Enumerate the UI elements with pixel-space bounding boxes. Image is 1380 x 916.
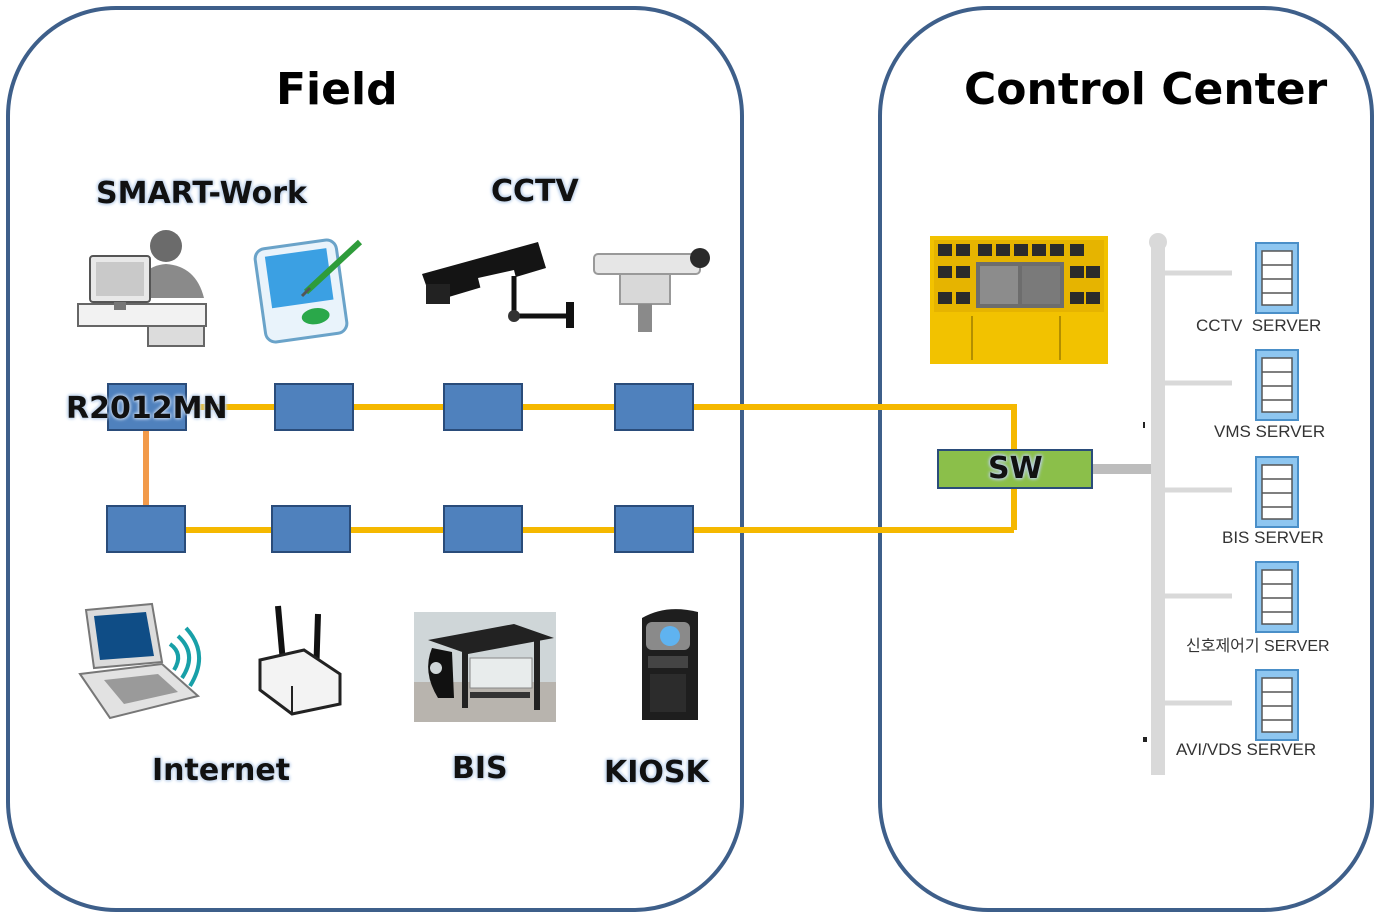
server-label: CCTV SERVER bbox=[1196, 316, 1322, 335]
cctv-label: CCTV bbox=[491, 174, 579, 209]
server-icon bbox=[1255, 669, 1299, 741]
cctv-camera-icon bbox=[422, 242, 574, 328]
internet-label: Internet bbox=[152, 753, 291, 788]
server-label: 신호제어기 SERVER bbox=[1186, 638, 1330, 655]
field-panel bbox=[6, 6, 744, 912]
network-node bbox=[107, 383, 187, 431]
network-node bbox=[274, 383, 354, 431]
server-label: VMS SERVER bbox=[1214, 422, 1326, 441]
laptop-wireless-icon bbox=[78, 602, 202, 720]
server-label: BIS SERVER bbox=[1222, 528, 1324, 547]
monitor-wall-icon bbox=[930, 236, 1108, 364]
bus-shelter-icon bbox=[414, 612, 556, 722]
kiosk-icon bbox=[642, 609, 698, 720]
ptz-camera-icon bbox=[593, 248, 710, 332]
kiosk-label: KIOSK bbox=[604, 755, 709, 790]
smart-work-label: SMART-Work bbox=[96, 176, 307, 211]
wireless-router-icon bbox=[258, 605, 342, 716]
network-node bbox=[106, 505, 186, 553]
network-node bbox=[443, 505, 523, 553]
server-icon bbox=[1255, 456, 1299, 528]
server-label: AVI/VDS SERVER bbox=[1176, 740, 1317, 759]
bis-label: BIS bbox=[452, 751, 508, 786]
top-link-line bbox=[150, 404, 1017, 530]
network-node bbox=[443, 383, 523, 431]
network-node bbox=[614, 383, 694, 431]
network-switch bbox=[937, 449, 1093, 489]
server-icon bbox=[1255, 349, 1299, 421]
network-node bbox=[271, 505, 351, 553]
network-node bbox=[614, 505, 694, 553]
control-center-title: Control Center bbox=[964, 64, 1328, 115]
r2012mn-label: R2012MN bbox=[66, 391, 228, 426]
server-icon bbox=[1255, 561, 1299, 633]
operator-workstation-icon bbox=[77, 230, 207, 347]
server-icon bbox=[1255, 242, 1299, 314]
pda-tablet-icon bbox=[253, 238, 363, 344]
field-title: Field bbox=[276, 64, 398, 115]
switch-label: SW bbox=[988, 451, 1043, 486]
